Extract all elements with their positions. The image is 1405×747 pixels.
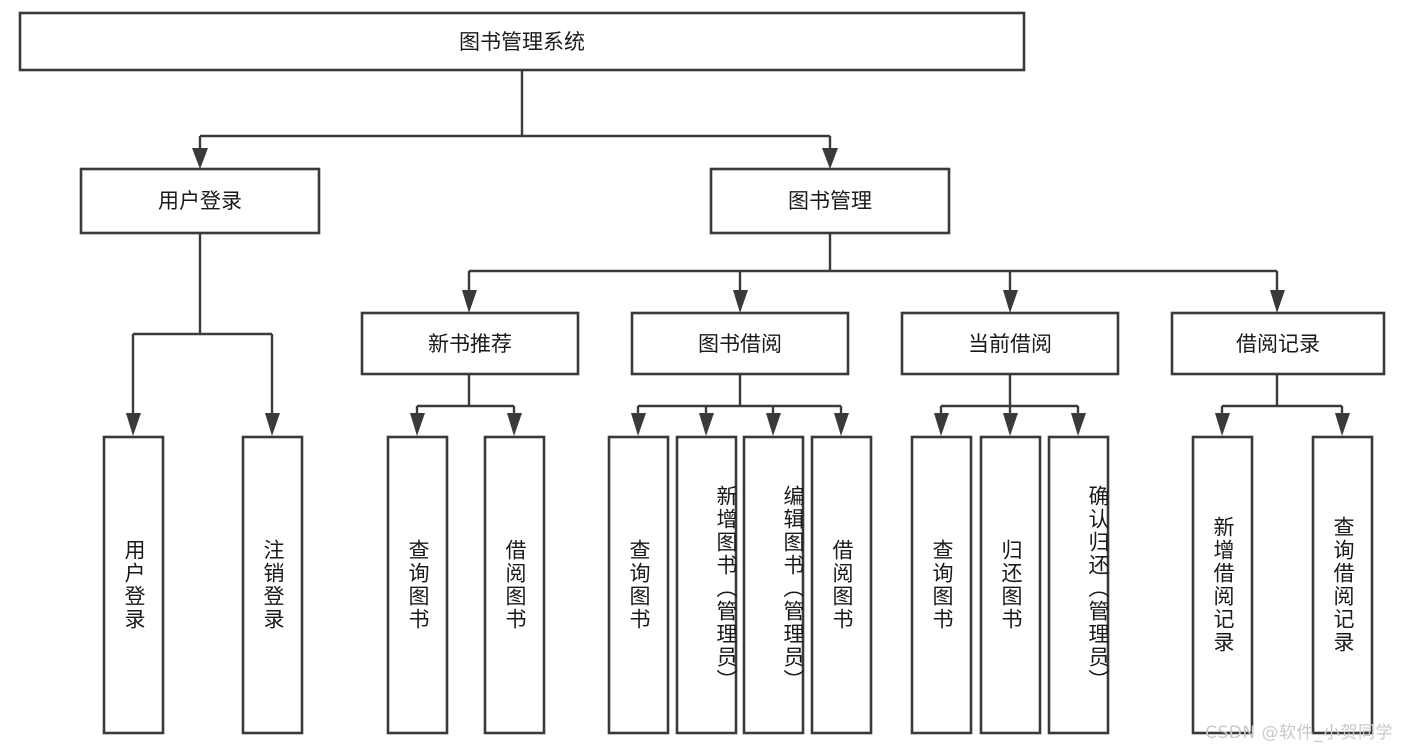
node-borrow-record-label: 借阅记录 — [1236, 332, 1320, 356]
node-leaf-user-logout-rect[interactable] — [241, 435, 304, 735]
node-root[interactable]: 图书管理系统 — [18, 11, 1026, 72]
node-borrow-record-rect[interactable] — [1170, 311, 1386, 376]
node-leaf-user-login-rect[interactable] — [102, 435, 165, 735]
node-book-borrow-label: 图书借阅 — [698, 332, 782, 356]
node-book-borrow[interactable]: 图书借阅 — [630, 311, 850, 376]
arrow-head-leaf-confirm-return — [1071, 413, 1086, 436]
node-leaf-query-book-1-rect[interactable] — [386, 435, 449, 735]
node-book-manage-label: 图书管理 — [788, 189, 872, 213]
arrow-head-leaf-borrow-book-2 — [834, 413, 849, 436]
node-current-borrow[interactable]: 当前借阅 — [900, 311, 1120, 376]
node-leaf-query-book-3-rect[interactable] — [910, 435, 973, 735]
connector-group-root — [192, 70, 838, 169]
node-leaf-edit-book-rect[interactable] — [742, 435, 805, 735]
arrow-head-leaf-add-book — [699, 413, 714, 436]
node-leaf-borrow-book-1-rect[interactable] — [483, 435, 546, 735]
node-current-borrow-label: 当前借阅 — [968, 332, 1052, 356]
node-leaf-add-record-rect[interactable] — [1191, 435, 1254, 735]
node-book-manage[interactable]: 图书管理 — [709, 167, 951, 235]
node-book-borrow-rect[interactable] — [630, 311, 850, 376]
arrow-head-current-borrow — [1003, 290, 1018, 313]
node-leaf-borrow-book-2-rect[interactable] — [810, 435, 873, 735]
arrow-head-leaf-query-book-3 — [934, 413, 949, 436]
csdn-watermark: CSDN @软件_小贺同学 — [1205, 723, 1393, 743]
node-leaf-return-book-rect[interactable] — [979, 435, 1042, 735]
arrow-head-book-borrow — [733, 290, 748, 313]
node-leaf-query-record-rect[interactable] — [1311, 435, 1374, 735]
node-new-book-rec[interactable]: 新书推荐 — [360, 311, 580, 376]
arrow-head-leaf-user-logout — [265, 413, 280, 436]
node-leaf-confirm-return-rect[interactable] — [1047, 435, 1110, 735]
connector-group-user-login — [126, 233, 280, 436]
arrow-head-leaf-borrow-book-1 — [507, 413, 522, 436]
leaf-boxes — [102, 435, 1374, 735]
node-current-borrow-rect[interactable] — [900, 311, 1120, 376]
node-book-manage-rect[interactable] — [709, 167, 951, 235]
arrow-head-leaf-user-login — [126, 413, 141, 436]
arrow-head-borrow-record — [1270, 290, 1285, 313]
arrow-head-leaf-return-book — [1003, 413, 1018, 436]
node-root-label: 图书管理系统 — [459, 30, 585, 54]
connector-group-new-book-rec — [410, 374, 522, 436]
node-user-login[interactable]: 用户登录 — [79, 167, 321, 235]
arrow-head-user-login — [192, 148, 208, 169]
arrow-head-leaf-query-record — [1335, 413, 1350, 436]
connector-group-current-borrow — [934, 374, 1086, 436]
node-new-book-rec-rect[interactable] — [360, 311, 580, 376]
connector-group-book-manage — [462, 233, 1285, 313]
connector-group-book-borrow — [631, 374, 849, 436]
node-borrow-record[interactable]: 借阅记录 — [1170, 311, 1386, 376]
node-leaf-add-book-rect[interactable] — [675, 435, 738, 735]
node-leaf-query-book-2-rect[interactable] — [607, 435, 670, 735]
node-user-login-label: 用户登录 — [158, 189, 242, 213]
node-root-rect[interactable] — [18, 11, 1026, 72]
arrow-head-leaf-query-book-1 — [410, 413, 425, 436]
arrow-head-leaf-query-book-2 — [631, 413, 646, 436]
node-user-login-rect[interactable] — [79, 167, 321, 235]
connector-group-borrow-record — [1215, 374, 1350, 436]
arrow-head-leaf-add-record — [1215, 413, 1230, 436]
arrow-head-leaf-edit-book — [766, 413, 781, 436]
arrow-head-new-book-rec — [462, 290, 477, 313]
arrow-head-book-manage — [822, 148, 838, 169]
node-new-book-rec-label: 新书推荐 — [428, 332, 512, 356]
